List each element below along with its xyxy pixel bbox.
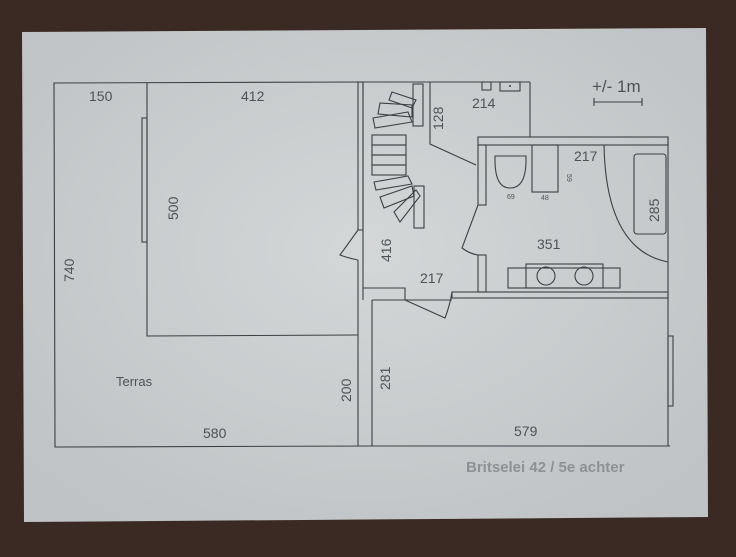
window xyxy=(667,335,674,407)
terrace-label: Terras xyxy=(116,374,153,389)
room-depth: 500 xyxy=(165,196,181,220)
cabinet-depth: 59 xyxy=(565,174,572,182)
stair-dimension: 128 xyxy=(430,106,446,130)
paper-sheet xyxy=(22,28,708,522)
cabinet-width: 48 xyxy=(541,195,549,202)
bath-width: 217 xyxy=(574,148,598,164)
niche xyxy=(481,81,492,91)
terrace-width-bottom: 580 xyxy=(203,425,227,441)
wall xyxy=(477,144,487,206)
wall xyxy=(451,291,669,299)
toilet-room-wall xyxy=(429,82,477,166)
toilet-icon xyxy=(494,155,527,189)
terrace-width-top: 150 xyxy=(89,88,113,104)
hall-depth: 416 xyxy=(378,238,394,262)
terrace-step: 200 xyxy=(338,378,354,402)
room-width: 412 xyxy=(241,88,265,104)
basin-icon xyxy=(574,266,594,286)
door-swing xyxy=(461,204,479,256)
sink xyxy=(499,81,521,92)
bedroom-depth: 281 xyxy=(377,366,393,390)
total-depth: 740 xyxy=(61,258,77,282)
bathtub-length: 285 xyxy=(646,198,662,222)
toilet-size: 69 xyxy=(507,194,515,201)
basin-icon xyxy=(536,266,556,286)
wall xyxy=(363,287,406,300)
door-swing xyxy=(339,229,359,261)
hall-width: 217 xyxy=(420,270,444,286)
plan-title: Britselei 42 / 5e achter xyxy=(466,459,625,476)
bathtub xyxy=(633,153,667,235)
bath-depth: 351 xyxy=(537,236,561,252)
spiral-staircase xyxy=(371,83,425,229)
window xyxy=(141,117,148,243)
cabinet xyxy=(531,144,559,193)
toilet-room-width: 214 xyxy=(472,95,496,111)
sink-drain xyxy=(509,85,511,87)
bedroom-width: 579 xyxy=(514,423,538,439)
scale-label: +/- 1m xyxy=(592,77,641,96)
shower-door-arc xyxy=(603,144,669,263)
double-sink xyxy=(525,263,604,289)
terrace-outline xyxy=(53,81,373,448)
